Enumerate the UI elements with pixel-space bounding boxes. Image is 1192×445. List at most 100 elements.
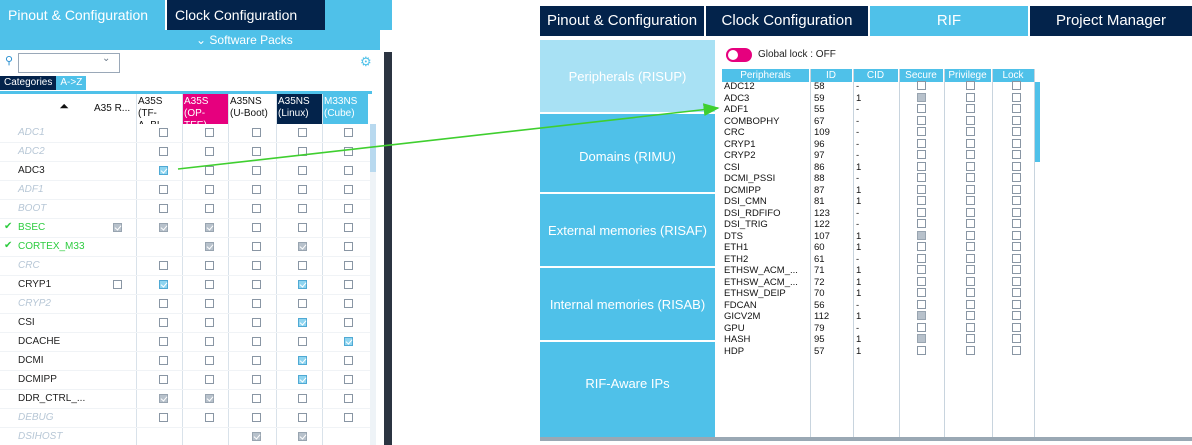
context-checkbox[interactable] <box>344 166 353 175</box>
context-checkbox[interactable] <box>205 185 214 194</box>
secure-checkbox[interactable] <box>917 161 926 171</box>
nav-rif-aware-ips[interactable]: RIF-Aware IPs <box>585 375 670 391</box>
context-checkbox[interactable] <box>298 394 307 403</box>
header-peripherals[interactable]: Peripherals <box>722 69 810 82</box>
header-cid[interactable]: CID <box>853 69 899 82</box>
nav-domains-rimu[interactable]: Domains (RIMU) <box>540 120 715 194</box>
context-checkbox[interactable] <box>205 223 214 232</box>
context-checkbox[interactable] <box>298 204 307 213</box>
privilege-checkbox[interactable] <box>966 334 975 343</box>
context-checkbox[interactable] <box>159 318 168 327</box>
context-checkbox[interactable] <box>344 128 353 137</box>
context-checkbox[interactable] <box>344 147 353 156</box>
secure-checkbox[interactable] <box>917 104 926 113</box>
context-checkbox[interactable] <box>205 242 214 251</box>
lock-checkbox[interactable] <box>1012 161 1021 171</box>
context-checkbox[interactable] <box>298 432 307 441</box>
privilege-checkbox[interactable] <box>966 196 975 205</box>
lock-checkbox[interactable] <box>1012 138 1021 148</box>
context-checkbox[interactable] <box>252 166 261 175</box>
software-packs-bar[interactable]: ⌄ Software Packs <box>0 30 380 50</box>
context-checkbox[interactable] <box>298 166 307 175</box>
context-checkbox[interactable] <box>205 356 214 365</box>
secure-checkbox[interactable] <box>917 92 926 102</box>
tab-clock-configuration-right[interactable]: Clock Configuration <box>706 6 870 36</box>
privilege-checkbox[interactable] <box>966 219 975 228</box>
context-checkbox[interactable] <box>252 318 261 327</box>
right-scrollbar-thumb[interactable] <box>1035 82 1040 162</box>
context-checkbox[interactable] <box>252 147 261 156</box>
lock-checkbox[interactable] <box>1012 150 1021 159</box>
nav-internal-memories-risab[interactable]: Internal memories (RISAB) <box>540 268 715 342</box>
lock-checkbox[interactable] <box>1012 299 1021 309</box>
context-checkbox[interactable] <box>344 299 353 308</box>
search-input[interactable] <box>18 53 120 73</box>
lock-checkbox[interactable] <box>1012 173 1021 182</box>
global-lock-toggle[interactable] <box>726 48 752 62</box>
context-checkbox[interactable] <box>298 261 307 270</box>
nav-peripherals-risup[interactable]: Peripherals (RISUP) <box>540 40 715 114</box>
context-checkbox[interactable] <box>205 204 214 213</box>
privilege-checkbox[interactable] <box>966 322 975 332</box>
context-checkbox[interactable] <box>159 413 168 422</box>
secure-checkbox[interactable] <box>917 334 926 343</box>
tab-clock-configuration[interactable]: Clock Configuration <box>165 0 325 30</box>
secure-checkbox[interactable] <box>917 288 926 297</box>
column-a35ns-linux[interactable]: A35NS (Linux) <box>276 94 322 124</box>
lock-checkbox[interactable] <box>1012 92 1021 102</box>
lock-checkbox[interactable] <box>1012 230 1021 240</box>
left-scrollbar-thumb[interactable] <box>370 124 376 172</box>
context-checkbox[interactable] <box>205 299 214 308</box>
context-checkbox[interactable] <box>205 318 214 327</box>
context-checkbox[interactable] <box>159 394 168 403</box>
dropdown-chevron-icon[interactable]: ⌄ <box>102 53 111 64</box>
lock-checkbox[interactable] <box>1012 127 1021 136</box>
context-checkbox[interactable] <box>298 337 307 346</box>
privilege-checkbox[interactable] <box>966 161 975 171</box>
lock-checkbox[interactable] <box>1012 265 1021 274</box>
context-checkbox[interactable] <box>344 261 353 270</box>
gear-icon[interactable]: ⚙ <box>360 54 372 69</box>
context-checkbox[interactable] <box>298 299 307 308</box>
context-checkbox[interactable] <box>252 223 261 232</box>
privilege-checkbox[interactable] <box>966 115 975 125</box>
privilege-checkbox[interactable] <box>966 104 975 113</box>
column-a35s-optee[interactable]: A35S (OP-TEE) <box>182 94 228 124</box>
context-checkbox[interactable] <box>113 280 122 289</box>
context-checkbox[interactable] <box>252 280 261 289</box>
lock-checkbox[interactable] <box>1012 334 1021 343</box>
context-checkbox[interactable] <box>205 166 214 175</box>
context-checkbox[interactable] <box>205 261 214 270</box>
secure-checkbox[interactable] <box>917 127 926 136</box>
header-secure[interactable]: Secure <box>899 69 944 82</box>
privilege-checkbox[interactable] <box>966 299 975 309</box>
context-checkbox[interactable] <box>344 204 353 213</box>
lock-checkbox[interactable] <box>1012 207 1021 217</box>
context-checkbox[interactable] <box>252 128 261 137</box>
privilege-checkbox[interactable] <box>966 173 975 182</box>
privilege-checkbox[interactable] <box>966 150 975 159</box>
context-checkbox[interactable] <box>159 299 168 308</box>
tab-rif[interactable]: RIF <box>870 6 1030 36</box>
lock-checkbox[interactable] <box>1012 288 1021 297</box>
context-checkbox[interactable] <box>205 147 214 156</box>
lock-checkbox[interactable] <box>1012 196 1021 205</box>
column-a35ns-uboot[interactable]: A35NS (U-Boot) <box>228 94 276 124</box>
context-checkbox[interactable] <box>252 261 261 270</box>
context-checkbox[interactable] <box>344 242 353 251</box>
context-checkbox[interactable] <box>298 223 307 232</box>
secure-checkbox[interactable] <box>917 138 926 148</box>
context-checkbox[interactable] <box>252 242 261 251</box>
secure-checkbox[interactable] <box>917 299 926 309</box>
context-checkbox[interactable] <box>298 147 307 156</box>
lock-checkbox[interactable] <box>1012 345 1021 355</box>
privilege-checkbox[interactable] <box>966 207 975 217</box>
context-checkbox[interactable] <box>344 413 353 422</box>
context-checkbox[interactable] <box>159 166 168 175</box>
lock-checkbox[interactable] <box>1012 311 1021 320</box>
context-checkbox[interactable] <box>205 394 214 403</box>
context-checkbox[interactable] <box>159 356 168 365</box>
secure-checkbox[interactable] <box>917 196 926 205</box>
context-checkbox[interactable] <box>298 413 307 422</box>
lock-checkbox[interactable] <box>1012 253 1021 263</box>
